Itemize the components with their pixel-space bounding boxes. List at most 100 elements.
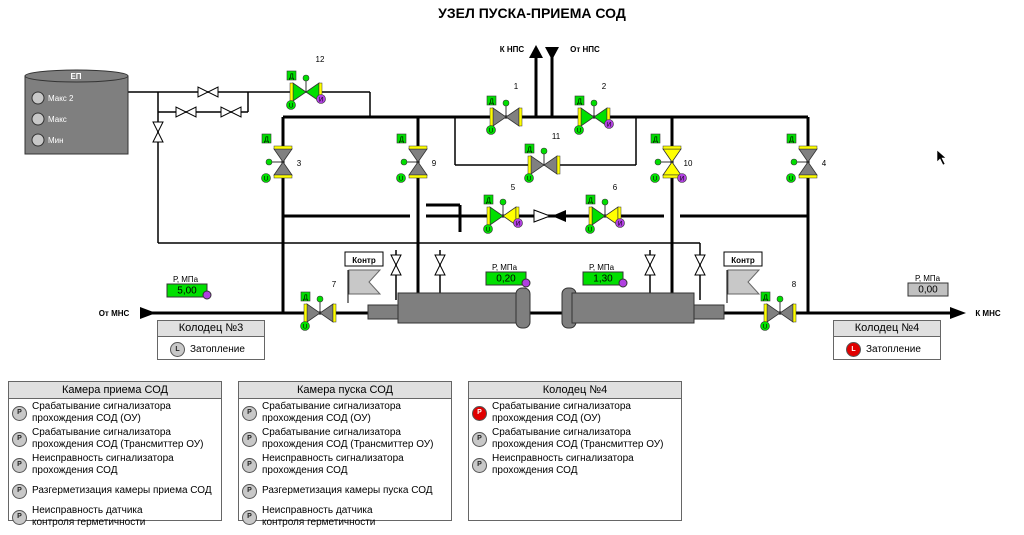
- alarm-lamp-icon[interactable]: P: [12, 483, 27, 499]
- manual-valve-icon: [644, 254, 656, 267]
- valve-body-icon: [580, 107, 595, 127]
- valve-flange-icon: [763, 303, 768, 323]
- drain-tank[interactable]: ЕП Макс 2 Макс Мин: [24, 69, 129, 155]
- valve-u-lamp-icon: [300, 321, 310, 331]
- valve-number-label: 1: [514, 82, 519, 91]
- valve-mode-d-icon: [574, 95, 585, 106]
- valve-flange-icon: [489, 107, 494, 127]
- gauge-unit: Р, МПа: [173, 275, 199, 284]
- check-valve-icon: [533, 209, 552, 223]
- from-nps-label: От НПС: [570, 45, 600, 54]
- manual-valve-icon: [152, 121, 164, 134]
- valve-fault-label: И: [319, 98, 323, 104]
- alarm-row: P Срабатывание сигнализатора прохождения …: [12, 427, 221, 451]
- pressure-gauge-4[interactable]: Р, МПа 0,00: [907, 274, 949, 297]
- valve-u-label: U: [527, 177, 531, 183]
- alarm-row-text: Срабатывание сигнализатора прохождения С…: [32, 427, 204, 450]
- alarm-panel-title: Камера пуска СОД: [239, 382, 451, 399]
- launch-chamber[interactable]: [367, 287, 531, 329]
- alarm-panel-2: Камера пуска СОД P Срабатывание сигнализат…: [238, 381, 452, 528]
- valve-body-icon: [306, 303, 321, 323]
- manual-valve-icon: [220, 106, 233, 118]
- flood-lamp-icon[interactable]: L: [170, 342, 185, 357]
- kontr-flag-left[interactable]: Контр: [344, 251, 384, 303]
- valve-mode-d-icon: [585, 194, 596, 205]
- alarm-row-text: Неисправность датчика контроля герметичн…: [32, 505, 146, 528]
- valve-mode-d-icon: [300, 291, 311, 302]
- valve-flange-icon: [408, 174, 428, 179]
- valve-7[interactable]: ДU7: [300, 280, 337, 331]
- valve-4[interactable]: ДU4: [786, 133, 827, 183]
- valve-body-icon: [662, 148, 682, 163]
- valve-number-label: 9: [432, 159, 437, 168]
- valve-u-label: U: [789, 177, 793, 183]
- valve-body-icon: [408, 161, 428, 176]
- alarm-row: P Неисправность датчика контроля герметич…: [12, 505, 221, 529]
- valve-body-icon: [543, 155, 558, 175]
- valve-8[interactable]: ДU8: [760, 280, 797, 331]
- valve-u-lamp-icon: [261, 173, 271, 183]
- valve-3[interactable]: ДU3: [261, 133, 302, 183]
- alarm-lamp-icon[interactable]: P: [12, 509, 27, 525]
- alarm-lamp-icon[interactable]: P: [472, 431, 487, 447]
- alarm-lamp-icon[interactable]: P: [242, 405, 257, 421]
- valve-actuator-icon: [499, 198, 507, 206]
- valve-body-icon: [273, 161, 293, 176]
- valve-fault-label: И: [607, 123, 611, 129]
- well-3-title: Колодец №3: [158, 321, 264, 337]
- alarm-lamp-icon[interactable]: P: [242, 431, 257, 447]
- valve-9[interactable]: ДU9: [396, 133, 437, 183]
- alarm-lamp-icon[interactable]: P: [12, 431, 27, 447]
- pressure-gauge-1[interactable]: Р, МПа 5,00: [166, 275, 212, 300]
- valve-1[interactable]: Д U 1: [486, 82, 523, 135]
- mouse-cursor-icon: [936, 149, 947, 166]
- valve-flange-icon: [486, 206, 491, 226]
- alarm-panel-title: Колодец №4: [469, 382, 681, 399]
- valve-mode-d-label: Д: [399, 137, 404, 144]
- valve-mode-d-icon: [483, 194, 494, 205]
- valve-mode-d-label: Д: [577, 99, 582, 106]
- alarm-lamp-icon[interactable]: P: [472, 457, 487, 473]
- valve-number-label: 5: [511, 183, 516, 192]
- pressure-gauge-3[interactable]: Р, МПа 1,30: [582, 263, 628, 288]
- valve-u-lamp-icon: [286, 100, 296, 110]
- tank-level-min: Мин: [48, 136, 64, 145]
- valve-mode-d-label: Д: [789, 137, 794, 144]
- valve-mode-d-label: Д: [653, 137, 658, 144]
- valve-u-label: U: [489, 129, 493, 135]
- alarm-row-text: Неисправность сигнализатора прохождения …: [492, 453, 634, 476]
- alarm-row-text: Срабатывание сигнализатора прохождения С…: [262, 401, 401, 424]
- valve-u-label: U: [289, 104, 293, 110]
- valve-actuator-icon: [590, 99, 598, 107]
- receive-chamber[interactable]: [561, 287, 725, 329]
- alarm-lamp-icon[interactable]: P: [472, 405, 487, 421]
- valve-mode-d-label: Д: [489, 99, 494, 106]
- flood-lamp-icon[interactable]: L: [846, 342, 861, 357]
- valve-body-icon: [798, 148, 818, 163]
- alarm-lamp-icon[interactable]: P: [242, 509, 257, 525]
- alarm-lamp-icon[interactable]: P: [12, 405, 27, 421]
- valve-mode-d-icon: [396, 133, 407, 144]
- manual-valves: [152, 86, 706, 276]
- valve-flange-icon: [792, 303, 797, 323]
- alarm-lamp-icon[interactable]: P: [12, 457, 27, 473]
- alarm-lamp-icon[interactable]: P: [242, 457, 257, 473]
- valve-actuator-icon: [601, 198, 609, 206]
- valve-mode-d-label: Д: [588, 198, 593, 205]
- valve-mode-d-icon: [286, 70, 297, 81]
- alarm-lamp-icon[interactable]: P: [242, 483, 257, 499]
- well-4-flood-label: Затопление: [866, 344, 921, 355]
- valve-flange-icon: [303, 303, 308, 323]
- pressure-gauge-2[interactable]: Р, МПа 0,20: [485, 263, 531, 288]
- valve-mode-d-icon: [760, 291, 771, 302]
- valve-body-icon: [505, 107, 520, 127]
- gauge-value: 0,00: [918, 285, 938, 296]
- kontr-flag-right[interactable]: Контр: [723, 251, 763, 303]
